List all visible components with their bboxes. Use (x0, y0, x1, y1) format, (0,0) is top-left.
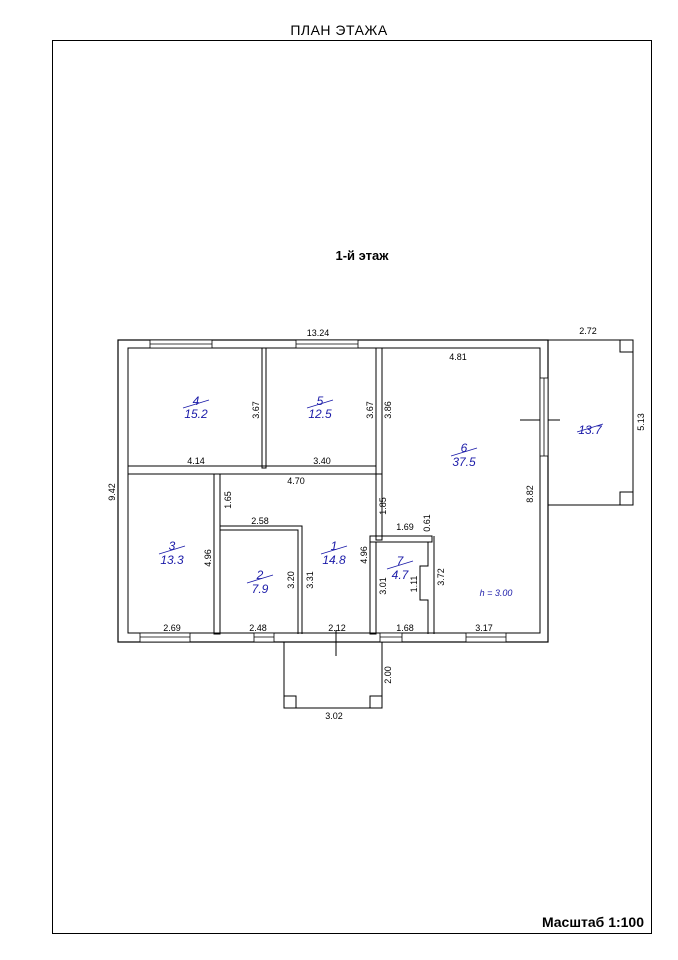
floor-label: 1-й этаж (336, 248, 390, 263)
svg-text:7.9: 7.9 (252, 582, 269, 596)
svg-text:15.2: 15.2 (184, 407, 208, 421)
dim-r6-bottom: 3.17 (475, 623, 493, 633)
dim-r7-height: 3.01 (378, 577, 388, 595)
svg-text:13.3: 13.3 (160, 553, 184, 567)
dim-r2-top: 2.58 (251, 516, 269, 526)
svg-text:5: 5 (317, 394, 324, 408)
dimensions-horizontal: 13.24 2.72 4.81 4.14 3.40 4.70 2.58 1.69… (163, 326, 597, 721)
ceiling-height: h = 3.00 (480, 588, 513, 598)
dim-r1-height: 3.31 (305, 571, 315, 589)
dim-total-height: 9.42 (107, 483, 117, 501)
room-5-label: 5 12.5 (306, 394, 334, 421)
svg-text:37.5: 37.5 (452, 455, 476, 469)
dim-total-width: 13.24 (307, 328, 330, 338)
room-7-label: 7 4.7 (386, 554, 414, 582)
svg-text:3: 3 (169, 539, 176, 553)
dim-r7-height-right: 3.72 (436, 568, 446, 586)
dim-terrace-width: 2.72 (579, 326, 597, 336)
room-6-label: 6 37.5 (450, 441, 478, 469)
dim-porch-width: 3.02 (325, 711, 343, 721)
room-2-label: 2 7.9 (246, 568, 274, 596)
svg-text:7: 7 (397, 554, 405, 568)
dim-porch-depth: 2.00 (383, 666, 393, 684)
page-title: ПЛАН ЭТАЖА (290, 22, 388, 38)
porch (283, 630, 383, 709)
terrace (520, 339, 634, 506)
svg-text:14.8: 14.8 (322, 553, 346, 567)
dim-hall-vert-right: 1.85 (378, 497, 388, 515)
dim-r1-width: 2.12 (328, 623, 346, 633)
dim-r6-height: 8.82 (525, 485, 535, 503)
dim-r7-top2: 0.61 (422, 514, 432, 532)
room-3-label: 3 13.3 (158, 539, 186, 567)
svg-text:4.7: 4.7 (392, 568, 410, 582)
dim-r4-height: 3.67 (251, 401, 261, 419)
dim-r3-height: 4.96 (203, 549, 213, 567)
dim-r7-width: 1.68 (396, 623, 414, 633)
dim-r6-width: 4.81 (449, 352, 467, 362)
svg-text:13.7: 13.7 (578, 423, 603, 437)
dim-r4-width: 4.14 (187, 456, 205, 466)
dimensions-vertical: 9.42 3.67 3.67 3.86 5.13 1.65 1.85 8.82 … (107, 401, 646, 684)
dim-r5-height: 3.67 (365, 401, 375, 419)
dim-r6-height-top: 3.86 (383, 401, 393, 419)
dim-r1-height-right: 4.96 (359, 546, 369, 564)
scale-label: Масштаб 1:100 (541, 914, 644, 930)
dim-hall-width: 4.70 (287, 476, 305, 486)
dim-r7-top: 1.69 (396, 522, 414, 532)
dim-r2-height: 3.20 (286, 571, 296, 589)
svg-text:2: 2 (256, 568, 264, 582)
svg-text:6: 6 (461, 441, 468, 455)
dim-r7-niche: 1.11 (409, 576, 419, 593)
dim-r3-width: 2.69 (163, 623, 181, 633)
dim-terrace-depth: 5.13 (636, 413, 646, 431)
dim-hall-vert: 1.65 (223, 491, 233, 509)
windows (139, 339, 549, 643)
dim-r2-width: 2.48 (249, 623, 267, 633)
interior-walls (127, 347, 435, 635)
svg-text:12.5: 12.5 (308, 407, 332, 421)
room-1-label: 1 14.8 (320, 539, 348, 567)
room-4-label: 4 15.2 (182, 394, 210, 421)
terrace-label: 13.7 (576, 423, 604, 437)
drawing-frame (52, 40, 652, 934)
dim-r5-width: 3.40 (313, 456, 331, 466)
svg-text:4: 4 (193, 394, 200, 408)
svg-text:1: 1 (331, 539, 338, 553)
